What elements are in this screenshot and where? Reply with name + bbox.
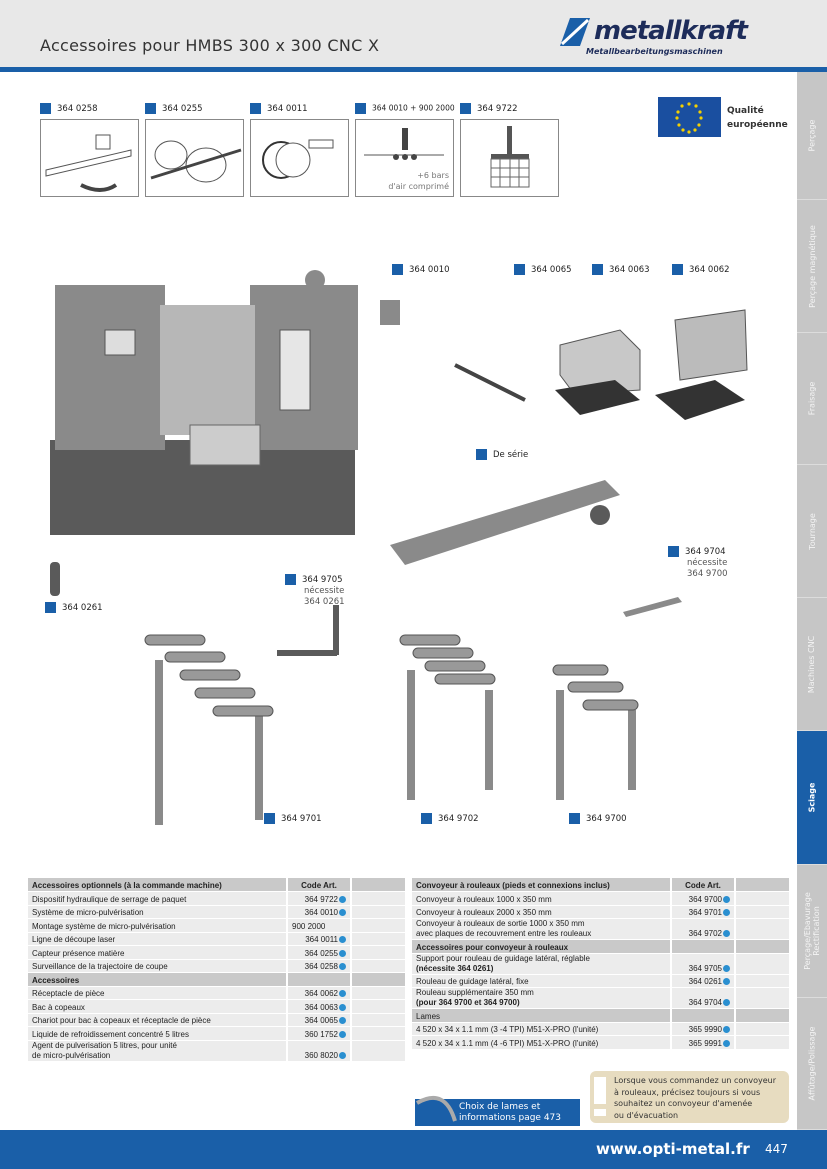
table-row: 4 520 x 34 x 1.1 mm (4 -6 TPI) M51-X-PRO… (412, 1035, 789, 1050)
sidebar-tab-affutage[interactable]: Affûtage/Polissage (797, 998, 827, 1130)
table-section: Accessoires (28, 972, 287, 987)
feature-code: 364 0258 (40, 103, 98, 114)
table-row: Agent de pulverisation 5 litres, pour un… (28, 1040, 405, 1062)
sidebar-tab-fraisage[interactable]: Fraisage (797, 333, 827, 465)
bandsaw-machine-illustration (50, 270, 358, 535)
page-header (0, 0, 827, 68)
table-header-code: Code Art. (286, 878, 351, 892)
table-row: Support pour rouleau de guidage latéral,… (412, 953, 789, 975)
table-row: Convoyeur à rouleaux de sortie 1000 x 35… (412, 918, 789, 940)
hydraulic-clamp-illustration (460, 119, 559, 197)
callout-364-9701: 364 9701 (264, 813, 322, 824)
callout-364-0010: 364 0010 (392, 264, 450, 275)
cut-path-monitor-illustration (40, 119, 139, 197)
tab-label: Perçage/Ebavurage Rectification (803, 892, 822, 970)
website-link[interactable]: www.opti-metal.fr (596, 1140, 750, 1158)
tab-label: Tournage (807, 512, 817, 550)
table-header: Convoyeur à rouleaux (pieds et connexion… (412, 878, 671, 892)
eu-flag-icon (658, 97, 721, 137)
callout-364-0261: 364 0261 (45, 602, 103, 613)
chip-conveyor-illustration (390, 480, 620, 565)
roller-conveyor-outfeed-illustration (399, 634, 496, 800)
tab-label: Affûtage/Polissage (807, 1026, 817, 1101)
table-header: Accessoires optionnels (à la commande ma… (28, 878, 287, 892)
accessories-illustration (380, 300, 748, 420)
callout-364-0062: 364 0062 (672, 264, 730, 275)
table-row: 4 520 x 34 x 1.1 mm (3 -4 TPI) M51-X-PRO… (412, 1022, 789, 1036)
feature-code: 364 0011 (250, 103, 308, 114)
feature-code: 364 0255 (145, 103, 203, 114)
tab-label: Fraisage (807, 381, 817, 416)
table-row: Chariot pour bac à copeaux et réceptacle… (28, 1013, 405, 1027)
optional-accessories-table: Accessoires optionnels (à la commande ma… (28, 878, 405, 1062)
page-title: Accessoires pour HMBS 300 x 300 CNC X (40, 36, 380, 55)
roller-conveyor-table: Convoyeur à rouleaux (pieds et connexion… (412, 878, 789, 1050)
callout-364-0063: 364 0063 (592, 264, 650, 275)
sidebar-tab-sciage[interactable]: Sciage (797, 731, 827, 865)
table-row: Liquide de refroidissement concentré 5 l… (28, 1026, 405, 1041)
table-section: Lames (412, 1008, 671, 1023)
callout-364-0065: 364 0065 (514, 264, 572, 275)
header-rule (0, 67, 827, 72)
saw-blade-icon (416, 1096, 457, 1122)
table-section: Accessoires pour convoyeur à rouleaux (412, 939, 671, 954)
feature-code: 364 0010 + 900 2000 (355, 103, 455, 114)
callout-364-9700: 364 9700 (569, 813, 627, 824)
tab-label: Machines CNC (807, 635, 817, 693)
tab-label: Perçage (807, 119, 817, 152)
callout-364-9702: 364 9702 (421, 813, 479, 824)
blade-link-line1: Choix de lames et (459, 1102, 541, 1112)
feature-code: 364 9722 (460, 103, 518, 114)
page-footer (0, 1130, 827, 1169)
air-note-2: d'air comprimé (388, 182, 449, 191)
laser-line-illustration (250, 119, 349, 197)
micro-spray-illustration: +6 bars d'air comprimé (355, 119, 454, 197)
tab-label: Sciage (807, 782, 817, 813)
extra-roller-illustration (623, 597, 682, 617)
page-number: 447 (765, 1142, 788, 1156)
sidebar-tab-percage-magnetique[interactable]: Perçage magnétique (797, 200, 827, 333)
side-roller-support-illustration (277, 605, 339, 656)
logo-mark-icon (560, 18, 590, 46)
sidebar-tab-machines-cnc[interactable]: Machines CNC (797, 598, 827, 731)
section-sidebar: Perçage Perçage magnétique Fraisage Tour… (797, 72, 827, 1130)
exclamation-icon (594, 1077, 608, 1117)
brand-subtitle: Metallbearbeitungsmaschinen (586, 47, 723, 56)
table-row: Rouleau supplémentaire 350 mm(pour 364 9… (412, 987, 789, 1009)
eu-quality-line2: européenne (727, 120, 788, 130)
callout-standard: De série (476, 449, 528, 460)
table-row: Dispositif hydraulique de serrage de paq… (28, 891, 405, 906)
brand-name: metallkraft (594, 16, 748, 46)
tab-label: Perçage magnétique (807, 224, 817, 308)
sidebar-tab-tournage[interactable]: Tournage (797, 465, 827, 598)
roller-conveyor-2000-illustration (144, 634, 274, 825)
eu-quality-line1: Qualité (727, 106, 764, 116)
roller-conveyor-1000-illustration (552, 664, 639, 800)
blade-link-line2: informations page 473 (459, 1113, 562, 1123)
side-roller-illustration (50, 562, 60, 596)
brand-logo: metallkraft Metallbearbeitungsmaschinen (560, 16, 790, 60)
table-header-code: Code Art. (670, 878, 735, 892)
sidebar-tab-percage[interactable]: Perçage (797, 72, 827, 200)
air-note-1: +6 bars (417, 171, 449, 180)
sidebar-tab-percage-ebavurage[interactable]: Perçage/Ebavurage Rectification (797, 865, 827, 998)
material-sensor-illustration (145, 119, 244, 197)
